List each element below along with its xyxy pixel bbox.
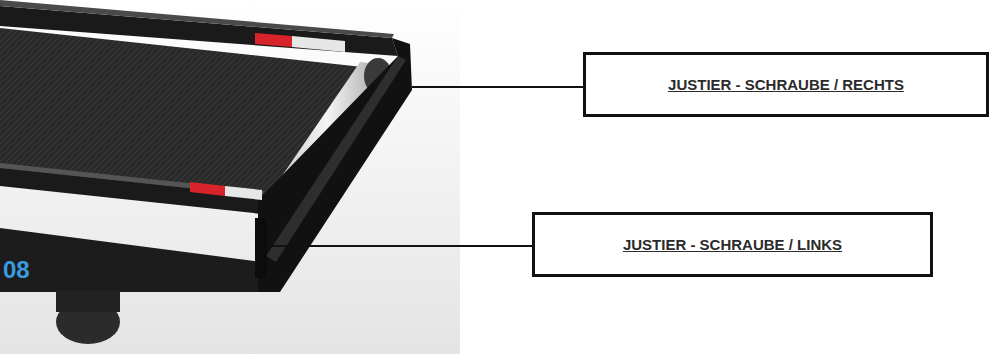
callout-text: JUSTIER - SCHRAUBE / LINKS: [623, 236, 842, 253]
rear-end-cap: [258, 38, 412, 292]
warning-sticker: [255, 33, 292, 47]
warning-sticker: [190, 182, 225, 196]
illustration-ground: [0, 0, 460, 354]
model-number: 08: [3, 256, 30, 284]
callout-box: JUSTIER - SCHRAUBE / LINKS: [532, 212, 933, 277]
leader-line: [412, 86, 584, 88]
callout-box: JUSTIER - SCHRAUBE / RECHTS: [583, 52, 989, 117]
side-panel: [0, 228, 262, 292]
left-rail: [0, 168, 262, 214]
callout-text: JUSTIER - SCHRAUBE / RECHTS: [668, 76, 904, 93]
leader-line: [268, 245, 533, 247]
